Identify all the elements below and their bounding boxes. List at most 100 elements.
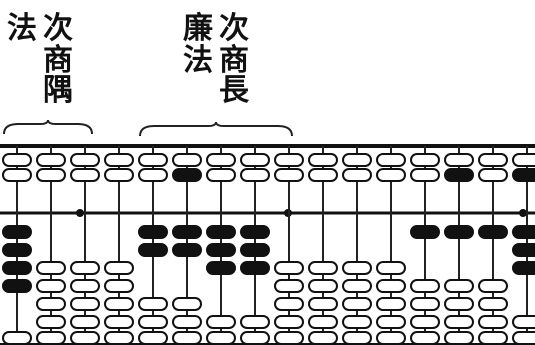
heaven-bead <box>2 153 32 167</box>
beam-unit-dot-0 <box>76 209 84 217</box>
heaven-bead <box>342 168 372 182</box>
label-col4-char-0: 次 <box>219 11 249 46</box>
label-col2-char-1: 商 <box>43 43 73 78</box>
heaven-bead <box>36 153 66 167</box>
earth-bead <box>172 297 202 311</box>
column-brackets <box>3 119 293 137</box>
heaven-bead <box>478 153 508 167</box>
heaven-bead <box>342 153 372 167</box>
heaven-bead <box>70 168 100 182</box>
earth-bead <box>478 279 508 293</box>
earth-bead <box>138 225 168 239</box>
heaven-bead <box>512 153 535 167</box>
earth-bead <box>342 261 372 275</box>
earth-bead <box>36 331 66 345</box>
earth-bead <box>2 225 32 239</box>
earth-bead <box>104 279 134 293</box>
column-labels: 法次商隅廉法次商長 <box>7 11 250 108</box>
earth-bead <box>444 315 474 329</box>
earth-bead <box>478 331 508 345</box>
earth-bead <box>240 331 270 345</box>
earth-bead <box>206 261 236 275</box>
earth-bead <box>206 225 236 239</box>
label-col1-char-0: 法 <box>7 11 37 46</box>
earth-bead <box>308 331 338 345</box>
earth-bead <box>512 261 535 275</box>
earth-bead <box>308 315 338 329</box>
label-col2-char-2: 隅 <box>43 73 73 108</box>
earth-bead <box>70 315 100 329</box>
heaven-bead <box>410 168 440 182</box>
earth-bead <box>70 261 100 275</box>
earth-bead <box>172 225 202 239</box>
earth-bead <box>410 315 440 329</box>
heaven-bead <box>240 153 270 167</box>
abacus-rods <box>2 146 535 345</box>
heaven-bead <box>240 168 270 182</box>
heaven-bead <box>172 153 202 167</box>
label-col4-char-2: 長 <box>219 73 250 108</box>
rod-11 <box>376 146 406 345</box>
heaven-bead <box>138 168 168 182</box>
earth-bead <box>138 243 168 257</box>
earth-bead <box>70 331 100 345</box>
earth-bead <box>240 315 270 329</box>
heaven-bead <box>376 153 406 167</box>
earth-bead <box>376 315 406 329</box>
earth-bead <box>376 331 406 345</box>
earth-bead <box>478 225 508 239</box>
heaven-bead <box>308 153 338 167</box>
earth-bead <box>138 297 168 311</box>
earth-bead <box>308 279 338 293</box>
heaven-bead <box>308 168 338 182</box>
rod-4 <box>138 146 168 345</box>
earth-bead <box>410 331 440 345</box>
earth-bead <box>104 297 134 311</box>
earth-bead <box>444 279 474 293</box>
earth-bead <box>444 331 474 345</box>
earth-bead <box>172 331 202 345</box>
heaven-bead <box>444 168 474 182</box>
earth-bead <box>274 315 304 329</box>
earth-bead <box>36 261 66 275</box>
earth-bead <box>342 315 372 329</box>
rod-5 <box>172 146 202 345</box>
earth-bead <box>206 243 236 257</box>
rod-1 <box>36 146 66 345</box>
label-col3-char-0: 廉 <box>183 11 213 46</box>
heaven-bead <box>138 153 168 167</box>
heaven-bead <box>172 168 202 182</box>
earth-bead <box>70 279 100 293</box>
heaven-bead <box>274 153 304 167</box>
earth-bead <box>410 279 440 293</box>
heaven-bead <box>478 168 508 182</box>
earth-bead <box>104 315 134 329</box>
rod-7 <box>240 146 270 345</box>
heaven-bead <box>36 168 66 182</box>
earth-bead <box>206 331 236 345</box>
heaven-bead <box>376 168 406 182</box>
earth-bead <box>274 261 304 275</box>
rod-0 <box>2 146 32 345</box>
earth-bead <box>376 261 406 275</box>
earth-bead <box>36 315 66 329</box>
rod-3 <box>104 146 134 345</box>
earth-bead <box>274 279 304 293</box>
earth-bead <box>2 243 32 257</box>
rod-15 <box>512 146 535 345</box>
rod-6 <box>206 146 236 345</box>
earth-bead <box>342 331 372 345</box>
earth-bead <box>240 225 270 239</box>
bracket-left <box>3 119 93 135</box>
earth-bead <box>512 331 535 345</box>
heaven-bead <box>274 168 304 182</box>
earth-bead <box>104 261 134 275</box>
beam-unit-dot-2 <box>519 209 527 217</box>
rod-2 <box>70 146 100 345</box>
earth-bead <box>138 315 168 329</box>
heaven-bead <box>2 168 32 182</box>
earth-bead <box>172 315 202 329</box>
heaven-bead <box>444 153 474 167</box>
earth-bead <box>478 315 508 329</box>
heaven-bead <box>206 153 236 167</box>
